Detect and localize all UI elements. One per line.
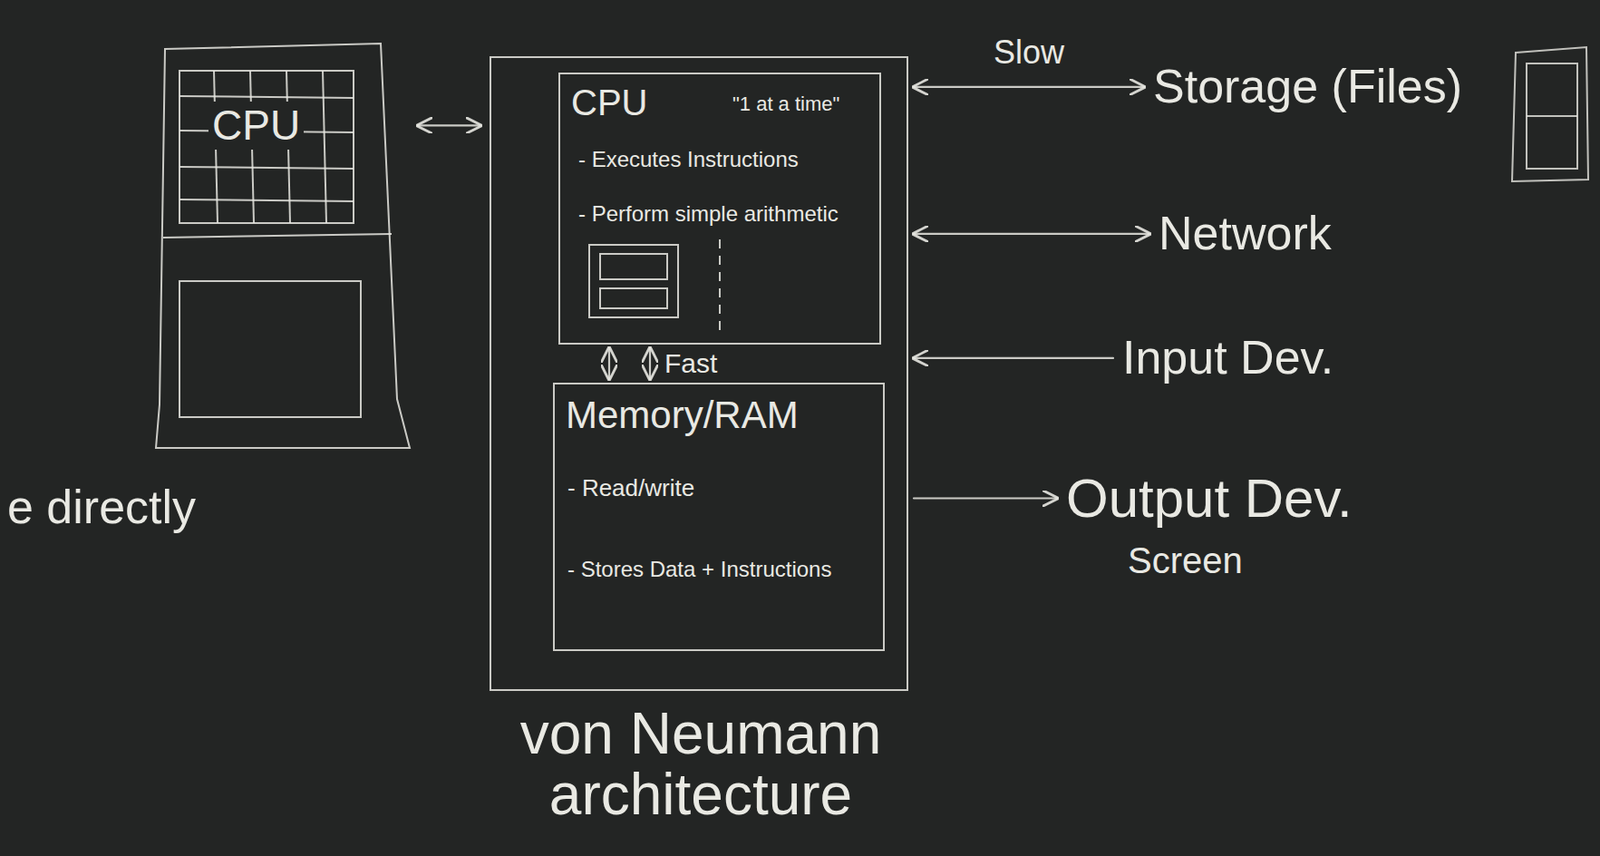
output-device-label: Output Dev. Screen	[1066, 466, 1357, 585]
edge-label: Slow	[989, 33, 1068, 71]
board-note: e directly	[7, 480, 196, 535]
node-text: "1 at a time"	[732, 92, 840, 116]
node-heading: CPU	[208, 101, 304, 150]
node-heading: Input Dev.	[1122, 330, 1334, 386]
node-heading: Network	[1158, 206, 1332, 262]
node-text: - Executes Instructions	[578, 146, 799, 173]
node-text: - Perform simple arithmetic	[578, 201, 839, 227]
network-label: Network	[1158, 206, 1336, 265]
cpu-box: CPU "1 at a time" - Executes Instructions -…	[558, 72, 882, 345]
node-text: - Read/write	[567, 475, 695, 503]
connector-arrow	[608, 348, 611, 379]
connector-arrow	[649, 348, 651, 379]
node-heading: von Neumann architecture	[505, 703, 896, 825]
node-text: - Stores Data + Instructions	[567, 556, 832, 582]
node-heading: Storage (Files)	[1153, 59, 1463, 115]
connector-arrow	[913, 86, 1145, 88]
node-heading: Memory/RAM	[565, 393, 799, 437]
node-text: Screen	[1127, 539, 1243, 582]
input-device-label: Input Dev.	[1122, 330, 1339, 389]
connector-arrow	[913, 496, 1057, 499]
connector-arrow	[913, 232, 1150, 235]
connector-arrow	[913, 357, 1114, 359]
file-cabinet-icon	[1512, 47, 1589, 182]
memory-box: Memory/RAM - Read/write - Stores Data + In…	[552, 382, 885, 651]
computer-sketch: CPU	[154, 43, 413, 452]
node-heading: CPU	[571, 81, 648, 124]
connector-arrow	[417, 124, 481, 127]
node-heading: Output Dev.	[1066, 466, 1353, 530]
edge-label: Fast	[660, 348, 721, 380]
storage-label: Storage (Files)	[1153, 59, 1466, 118]
